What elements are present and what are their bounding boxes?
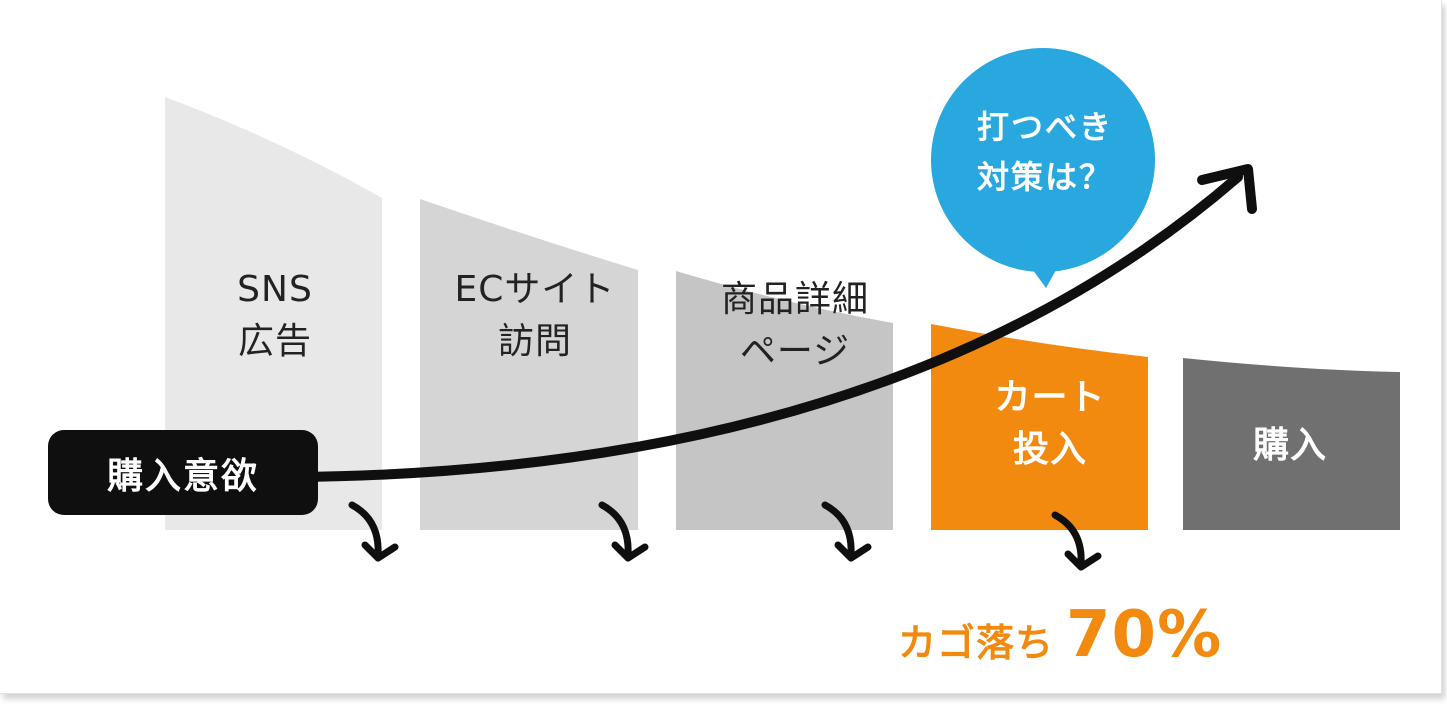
- stage-product-page-shape: [676, 271, 893, 530]
- bubble-text: 打つべき 対策は？: [976, 108, 1113, 196]
- stage-label-purchase: 購入: [1252, 425, 1327, 466]
- arrowhead-icon: [1197, 164, 1257, 214]
- stage-purchase-shape: [1183, 358, 1400, 530]
- stage-label-ec-visit: ECサイト 訪問: [454, 269, 616, 362]
- stage-ec-visit-shape: [420, 199, 638, 530]
- dropoff-label: カゴ落ち: [898, 621, 1055, 665]
- stage-label-sns-ad: SNS 広告: [237, 269, 313, 362]
- speech-bubble: [931, 48, 1155, 288]
- purchase-intent-label: 購入意欲: [48, 430, 318, 515]
- stage-label-cart: カート 投入: [994, 377, 1106, 470]
- dropoff-arrow-icon: [348, 501, 399, 562]
- stage-cart-shape: [931, 324, 1148, 530]
- stage-label-product-page: 商品詳細 ページ: [720, 279, 869, 372]
- dropoff-value: 70%: [1066, 598, 1223, 672]
- stage-sns-ad-shape: [165, 97, 382, 530]
- dropoff-arrow-icon: [1051, 511, 1102, 571]
- dropoff-arrow-icon: [598, 501, 649, 562]
- dropoff-arrow-icon: [821, 501, 872, 562]
- cart-abandonment-rate: カゴ落ち 70%: [898, 598, 1258, 678]
- purchase-intent-curve: [295, 172, 1243, 482]
